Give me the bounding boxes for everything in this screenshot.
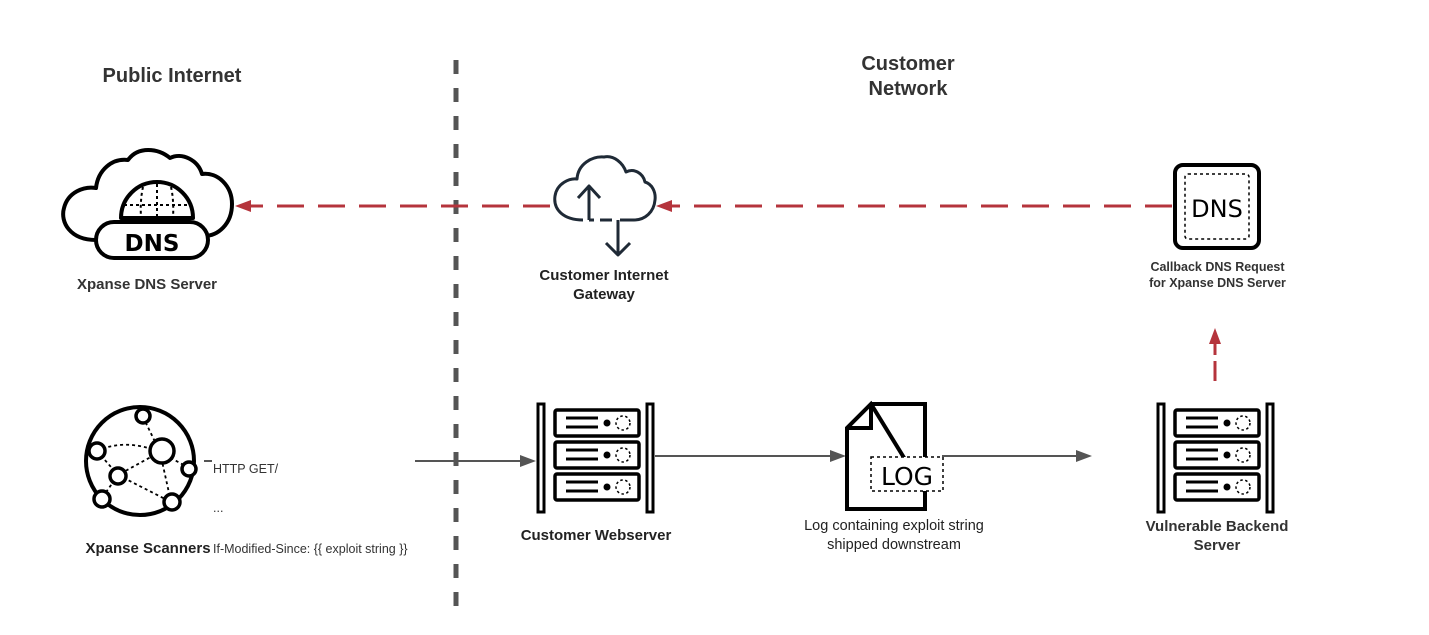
dns-cloud-icon-text: DNS — [125, 231, 180, 257]
log-file-icon-text: LOG — [881, 462, 933, 491]
dns-box-icon — [1173, 163, 1261, 250]
gateway-label-line1: Customer Internet — [539, 267, 669, 284]
flow-arrow-webserver-to-log — [655, 450, 846, 462]
http-request-label: HTTP GET/ ... If-Modified-Since: {{ expl… — [213, 437, 408, 569]
http-request-line2: ... — [213, 501, 224, 515]
callback-dns-label-line2: for Xpanse DNS Server — [1149, 276, 1286, 290]
callback-arrow-up — [1209, 328, 1221, 381]
callback-arrow-to-xpanse-dns — [235, 200, 550, 212]
log-label: Log containing exploit string shipped do… — [774, 517, 1014, 555]
zone-title-customer-network-line1: Customer — [861, 53, 955, 75]
zone-title-customer-network: Customer Network — [808, 52, 1008, 102]
cloud-upload-download-icon — [553, 155, 657, 257]
backend-server-rack-icon — [1156, 402, 1275, 514]
flow-arrow-log-to-backend — [942, 450, 1092, 462]
log-label-line2: shipped downstream — [827, 537, 961, 553]
zone-title-customer-network-line2: Network — [868, 78, 948, 100]
xpanse-dns-server-label: Xpanse DNS Server — [76, 276, 218, 293]
dns-box-icon-text: DNS — [1191, 195, 1243, 223]
customer-webserver-label: Customer Webserver — [520, 527, 672, 544]
log-file-icon — [845, 400, 944, 511]
log-label-line1: Log containing exploit string — [804, 518, 984, 534]
callback-dns-label-line1: Callback DNS Request — [1150, 260, 1285, 274]
network-globe-icon — [84, 405, 198, 517]
backend-server-label-line1: Vulnerable Backend — [1145, 518, 1289, 535]
callback-arrow-to-gateway — [656, 200, 1172, 212]
zone-title-public-internet: Public Internet — [102, 65, 242, 87]
server-rack-icon — [536, 402, 655, 514]
dns-cloud-icon — [61, 148, 234, 260]
backend-server-label-line2: Server — [1193, 537, 1241, 554]
xpanse-scanners-label: Xpanse Scanners — [85, 540, 211, 557]
http-request-line3: If-Modified-Since: {{ exploit string }} — [213, 542, 408, 556]
flow-arrow-scanner-to-webserver — [204, 455, 536, 467]
backend-server-label: Vulnerable Backend Server — [1117, 517, 1317, 555]
http-request-line1: HTTP GET/ — [213, 462, 279, 476]
gateway-label: Customer Internet Gateway — [504, 266, 704, 304]
gateway-label-line2: Gateway — [573, 286, 635, 303]
callback-dns-label: Callback DNS Request for Xpanse DNS Serv… — [1110, 259, 1325, 291]
